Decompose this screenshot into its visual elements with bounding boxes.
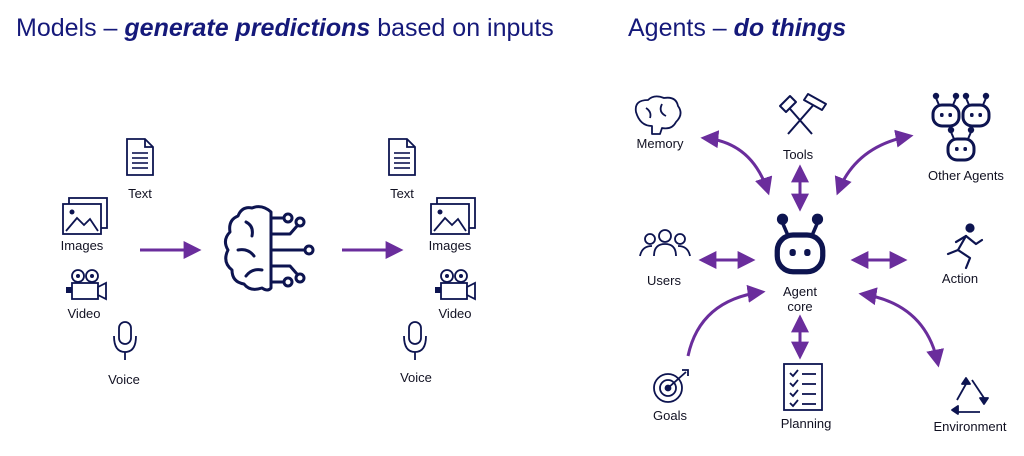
other-agents-arrow: [834, 129, 914, 196]
agent-arrows: [686, 129, 944, 368]
environment-arrow: [858, 287, 944, 368]
voice-output-label: Voice: [400, 370, 432, 385]
voice-input-label: Voice: [108, 372, 140, 387]
text-input-icon: [126, 138, 154, 176]
action-runner-icon: [946, 223, 984, 270]
goals-target-icon: [653, 369, 689, 403]
tools-icon: [779, 93, 827, 135]
other-agent-icon-1: [931, 91, 961, 128]
agents-title-emphasis: do things: [733, 14, 847, 42]
environment-recycle-icon: [951, 377, 989, 415]
voice-output-icon: [403, 321, 427, 361]
ai-brain-icon: [223, 205, 315, 292]
tools-label: Tools: [782, 147, 814, 162]
goals-label: Goals: [653, 408, 687, 423]
images-output-label: Images: [428, 238, 472, 253]
users-icon: [639, 229, 691, 257]
agents-title: Agents – do things: [628, 14, 846, 43]
agents-title-prefix: Agents –: [628, 14, 734, 42]
action-label: Action: [941, 271, 979, 286]
goals-arrow: [686, 284, 766, 357]
agent-core-line1: Agent: [783, 284, 817, 299]
other-agent-icon-3: [946, 125, 976, 162]
memory-arrow: [700, 130, 773, 196]
text-input-label: Text: [128, 186, 152, 201]
images-input-label: Images: [60, 238, 104, 253]
memory-brain-icon: [634, 95, 682, 135]
memory-label: Memory: [636, 136, 684, 151]
images-input-icon: [62, 197, 108, 235]
text-output-label: Text: [390, 186, 414, 201]
agent-core-line2: core: [787, 299, 813, 314]
models-title-suffix: based on inputs: [370, 14, 554, 42]
models-title-emphasis: generate predictions: [124, 14, 371, 42]
models-title-prefix: Models –: [16, 14, 125, 42]
images-output-icon: [430, 197, 476, 235]
video-output-icon: [434, 269, 476, 300]
text-output-icon: [388, 138, 416, 176]
planning-checklist-icon: [783, 363, 823, 411]
environment-label: Environment: [933, 419, 1007, 434]
video-output-label: Video: [438, 306, 472, 321]
voice-input-icon: [113, 321, 137, 361]
video-input-icon: [65, 269, 107, 300]
models-title: Models – generate predictions based on i…: [16, 14, 554, 43]
planning-label: Planning: [780, 416, 832, 431]
video-input-label: Video: [67, 306, 101, 321]
other-agents-label: Other Agents: [928, 168, 1004, 183]
agent-core-icon: [777, 214, 823, 272]
users-label: Users: [647, 273, 681, 288]
other-agent-icon-2: [961, 91, 991, 128]
